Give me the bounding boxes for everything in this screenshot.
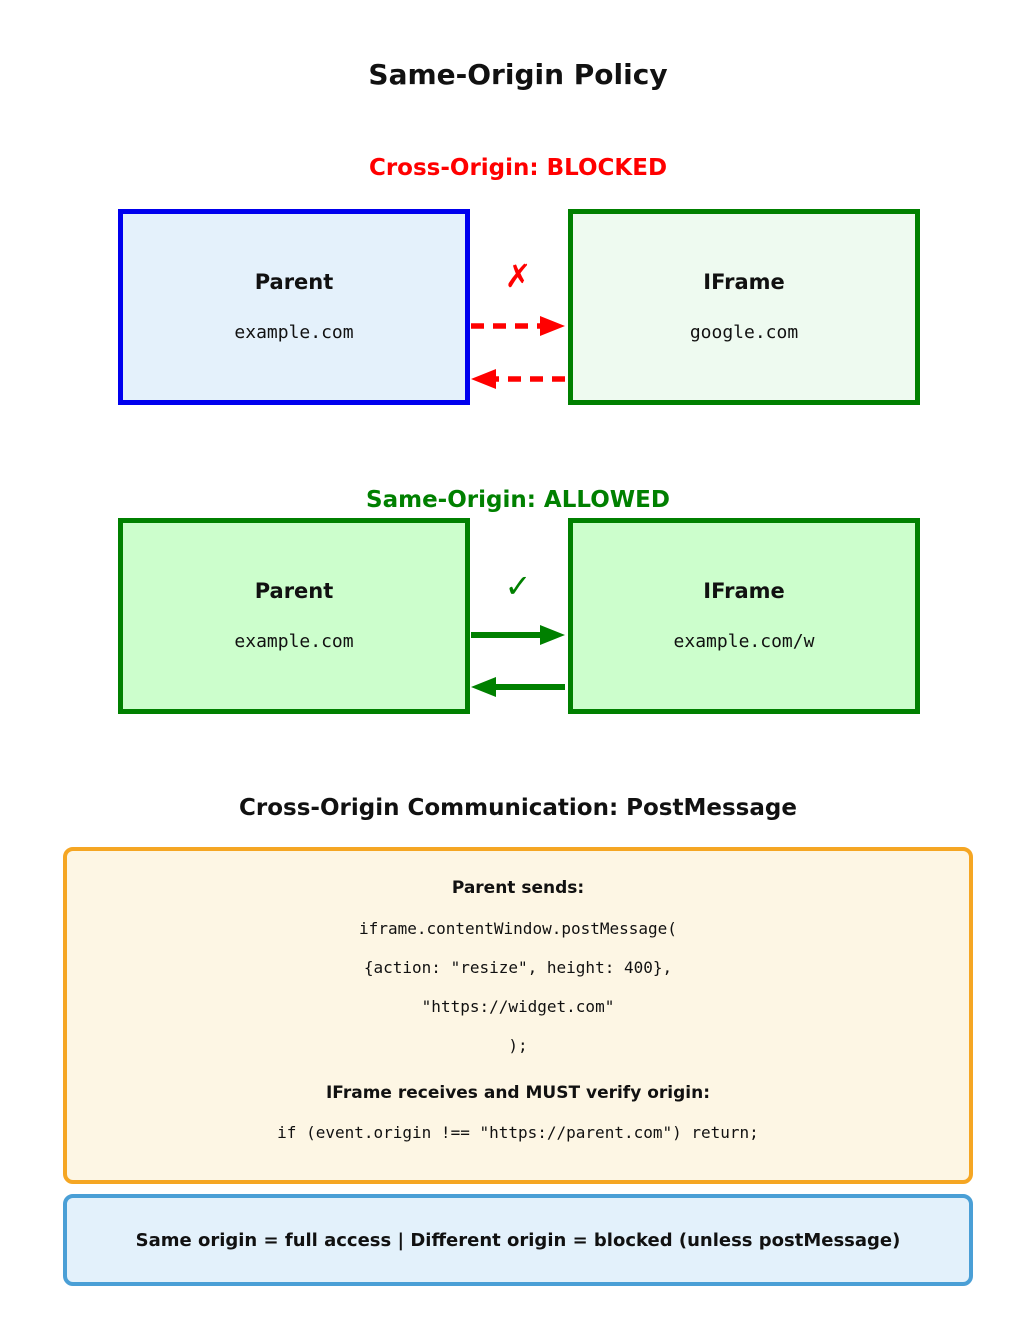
origin-check-code-line: if (event.origin !== "https://parent.com… [277,1123,759,1142]
cross-mark-icon: ✗ [504,257,532,295]
postmessage-section-heading: Cross-Origin Communication: PostMessage [239,795,797,821]
page-title: Same-Origin Policy [368,58,668,91]
blocked-section-heading: Cross-Origin: BLOCKED [368,155,668,181]
iframe-receives-label: IFrame receives and MUST verify origin: [325,1083,710,1103]
allowed-iframe-origin: example.com/w [673,631,815,652]
blocked-iframe-title: IFrame [703,270,785,294]
summary-panel: Same origin = full access | Different or… [63,1194,973,1286]
allowed-parent-origin: example.com [234,631,354,652]
allowed-parent-box: Parent example.com [118,518,470,714]
postmessage-code-line: "https://widget.com" [421,997,615,1016]
postmessage-panel: Parent sends: iframe.contentWindow.postM… [63,847,973,1184]
allowed-solid-arrow-right-icon [471,625,565,645]
blocked-iframe-origin: google.com [689,322,799,343]
check-mark-icon: ✓ [504,567,532,605]
postmessage-code-line: ); [508,1036,528,1055]
blocked-parent-box: Parent example.com [118,209,470,405]
blocked-parent-title: Parent [254,270,334,294]
blocked-iframe-box: IFrame google.com [568,209,920,405]
allowed-iframe-box: IFrame example.com/w [568,518,920,714]
blocked-parent-origin: example.com [234,322,354,343]
postmessage-code-line: iframe.contentWindow.postMessage( [359,919,677,938]
allowed-section-heading: Same-Origin: ALLOWED [366,487,670,513]
parent-sends-label: Parent sends: [451,878,585,898]
allowed-parent-title: Parent [254,579,334,603]
summary-text: Same origin = full access | Different or… [135,1229,901,1251]
blocked-dashed-arrow-left-icon [471,369,565,389]
postmessage-code-line: {action: "resize", height: 400}, [363,958,673,977]
allowed-iframe-title: IFrame [703,579,785,603]
allowed-solid-arrow-left-icon [471,677,565,697]
blocked-dashed-arrow-right-icon [471,316,565,336]
